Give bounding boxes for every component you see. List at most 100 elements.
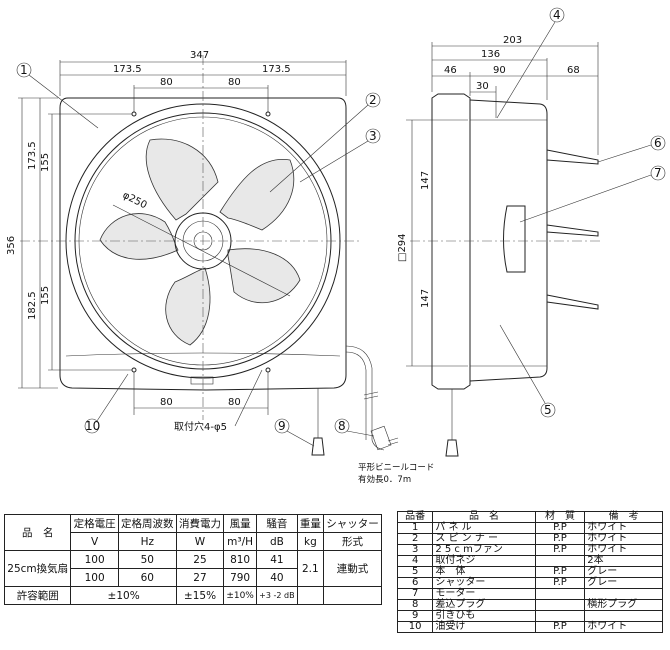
dim-half-right: 173.5 [262,64,291,75]
callout-9: 9 [278,419,286,433]
dim-lower-147: 147 [420,289,431,308]
hdr-noise: 騒音 [256,514,298,533]
tol-voltage: ±10% [70,586,177,605]
parts-cell-material: P.P [534,544,586,556]
parts-cell-material [534,610,586,622]
parts-cell-no: 6 [396,577,434,589]
dim-total-width: 347 [190,50,209,61]
r2-power: 27 [175,568,225,587]
dim-height: 356 [6,236,17,255]
parts-cell-name: 2 5 c mファン [432,544,536,556]
weight: 2.1 [296,550,324,587]
callout-3: 3 [369,129,377,143]
r2-freq: 60 [117,568,177,587]
parts-cell-note: ホワイト [584,533,663,545]
parts-hdr-material: 材 質 [534,511,586,523]
hdr-product: 品 名 [3,514,72,551]
drawing: 347 173.5 173.5 80 80 80 80 356 173.5 18… [6,7,666,485]
callout-4: 4 [553,8,561,22]
parts-cell-name: パ ネ ル [432,522,536,534]
unit-m3h: m³/H [223,532,257,551]
dim-bottom-left: 80 [160,397,173,408]
parts-hdr-note: 備 考 [584,511,663,523]
parts-cell-note [584,610,663,622]
parts-cell-material [534,555,586,567]
spec-table: 品 名 定格電圧 定格周波数 消費電力 風量 騒音 重量 シャッター V Hz … [3,514,383,605]
parts-hdr-no: 品番 [396,511,434,523]
callout-8: 8 [338,419,346,433]
fan-diameter: φ250 [121,190,149,211]
unit-v: V [70,532,119,551]
parts-cell-name: 差込プラグ [432,599,536,611]
parts-cell-material: P.P [534,533,586,545]
parts-cell-name: 引きひも [432,610,536,622]
parts-cell-material: P.P [534,566,586,578]
dim-hole-left: 80 [160,77,173,88]
parts-cell-material: P.P [534,621,586,633]
parts-cell-note: グレー [584,577,663,589]
dim-square: □294 [397,233,408,262]
front-view [16,55,399,456]
parts-cell-note [584,588,663,600]
r2-voltage: 100 [70,568,119,587]
cord-note-1: 平形ビニールコード [358,463,434,473]
dim-upper-147: 147 [420,171,431,190]
callout-1: 1 [20,63,28,77]
parts-cell-note: ホワイト [584,621,663,633]
dim-upper-half: 173.5 [27,141,38,170]
parts-cell-no: 7 [396,588,434,600]
r1-voltage: 100 [70,550,119,569]
hdr-power: 消費電力 [175,514,225,533]
parts-cell-note: ホワイト [584,522,663,534]
parts-cell-no: 8 [396,599,434,611]
parts-cell-no: 3 [396,544,434,556]
dim-46: 46 [444,65,457,76]
parts-cell-note: 横形プラグ [584,599,663,611]
parts-cell-no: 4 [396,555,434,567]
dim-bottom-right: 80 [228,397,241,408]
parts-cell-material [534,599,586,611]
dim-hole-right: 80 [228,77,241,88]
r1-power: 25 [175,550,225,569]
unit-w: W [175,532,225,551]
hdr-shutter: シャッター [322,514,383,533]
side-view [406,7,666,457]
r2-air: 790 [223,568,257,587]
hdr-airflow: 風量 [223,514,257,533]
dim-upper-inner: 155 [40,153,51,172]
parts-cell-no: 9 [396,610,434,622]
unit-db: dB [256,532,298,551]
tol-air: ±10% [223,586,257,605]
hdr-frequency: 定格周波数 [117,514,177,533]
hdr-voltage: 定格電圧 [70,514,119,533]
unit-type: 形式 [322,532,383,551]
dim-30: 30 [476,81,489,92]
tol-power: ±15% [175,586,225,605]
r1-air: 810 [223,550,257,569]
parts-cell-no: 1 [396,522,434,534]
parts-cell-no: 2 [396,533,434,545]
parts-cell-material: P.P [534,522,586,534]
tol-noise: +3 -2 dB [256,586,298,605]
parts-cell-note: グレー [584,566,663,578]
callout-6: 6 [654,136,662,150]
parts-cell-note: ホワイト [584,544,663,556]
dim-203: 203 [503,35,522,46]
callout-2: 2 [369,93,377,107]
parts-cell-note: 2本 [584,555,663,567]
parts-cell-no: 10 [396,621,434,633]
parts-cell-name: シャッター [432,577,536,589]
callout-5: 5 [544,403,552,417]
unit-kg: kg [296,532,324,551]
tolerance-label: 許容範囲 [3,586,72,605]
parts-cell-name: 油受け [432,621,536,633]
